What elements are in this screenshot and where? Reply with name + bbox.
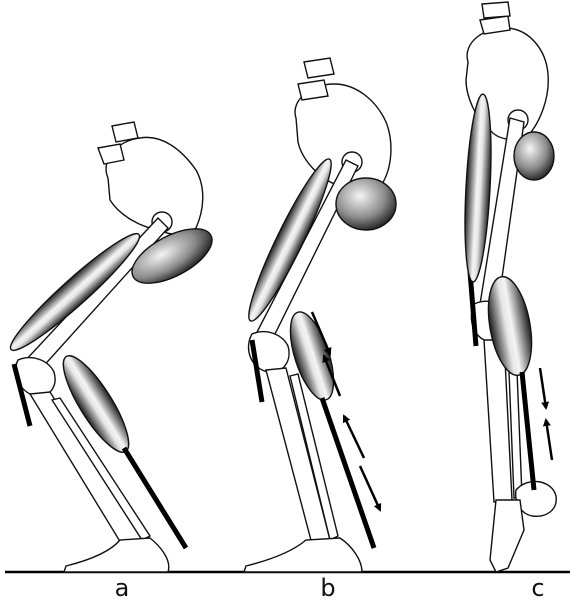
panel-c	[461, 2, 556, 572]
foot-bones	[64, 538, 169, 572]
panel-label-b: b	[298, 574, 358, 602]
thigh-muscle	[2, 225, 147, 359]
vertebra	[480, 16, 510, 34]
arrow-up	[344, 416, 364, 458]
panel-label-c: c	[508, 574, 568, 602]
vertebra	[482, 2, 510, 18]
achilles-tendon	[522, 372, 534, 490]
gluteal-muscle	[514, 132, 554, 180]
arrow-down	[540, 368, 546, 408]
vertebra	[298, 80, 328, 100]
vertebra	[304, 58, 334, 78]
panel-label-a: a	[92, 574, 152, 602]
vertebra	[98, 144, 124, 164]
vertebra	[112, 122, 138, 142]
arrow-down	[360, 466, 380, 510]
arrow-up	[546, 420, 552, 460]
femur-bone	[24, 218, 168, 370]
foot-bones	[244, 538, 362, 572]
patellar-tendon	[470, 272, 476, 346]
panel-a	[2, 122, 220, 572]
gluteal-muscle	[336, 178, 396, 230]
panel-b	[239, 58, 396, 572]
foot-bones	[490, 500, 524, 572]
